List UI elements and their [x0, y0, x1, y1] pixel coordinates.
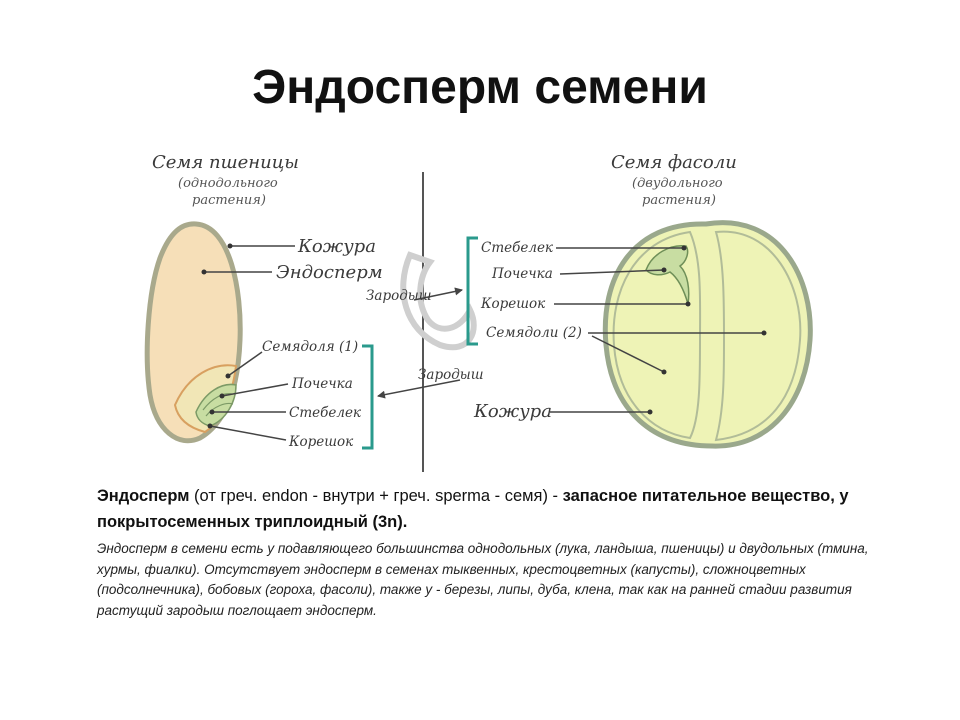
bean-seed-subtitle-1: (двудольного [632, 176, 723, 191]
wheat-seed-title: Семя пшеницы [152, 152, 299, 173]
wheat-embryo-pointer [377, 379, 461, 399]
sprout-watermark [400, 251, 477, 351]
wheat-bud-dot [219, 393, 225, 399]
wheat-label-root: Корешок [288, 434, 354, 450]
etymology: (от греч. endon - внутри + греч. sperma … [189, 487, 563, 505]
bean-embryo-shape [645, 245, 690, 305]
wheat-label-coat: Кожура [297, 236, 376, 257]
bean-root-dot [685, 301, 691, 307]
wheat-cotyledon-dot [225, 373, 231, 379]
details-paragraph: Эндосперм в семени есть у подавляющего б… [97, 541, 869, 618]
page-title: Эндосперм семени [252, 61, 708, 114]
definition: запасное питательное вещество, у покрыто… [97, 487, 849, 531]
wheat-seed-subtitle-2: растения) [192, 193, 266, 208]
bean-seed-subtitle-2: растения) [642, 193, 716, 208]
bean-cotyledon-dot-left [661, 369, 667, 375]
bean-coat-dot [647, 409, 653, 415]
bean-cotyledon-dot-right [761, 330, 767, 336]
wheat-embryo-detail [202, 393, 234, 417]
bean-bud-dot [661, 267, 667, 273]
definition-paragraph: Эндосперм (от греч. endon - внутри + гре… [97, 483, 897, 535]
bean-embryo-bracket [466, 236, 478, 346]
bean-label-cotyledons: Семядоли (2) [486, 325, 582, 341]
bean-cotyledon-left [612, 230, 702, 440]
bean-label-root: Корешок [480, 296, 546, 312]
bean-label-coat: Кожура [473, 401, 552, 422]
bean-embryo-pointer [413, 287, 463, 301]
wheat-label-endosperm: Эндосперм [276, 262, 383, 283]
term: Эндосперм [97, 487, 190, 505]
wheat-root-dot [207, 423, 213, 429]
wheat-seed-subtitle-1: (однодольного [178, 176, 278, 191]
bean-label-embryo: Зародыш [366, 288, 432, 304]
wheat-coat-dot [227, 243, 233, 249]
wheat-cotyledon-pointer [227, 351, 263, 377]
seed-diagram: Семя пшеницы (однодольного растения) Кож… [144, 152, 813, 472]
wheat-label-embryo: Зародыш [418, 367, 484, 383]
wheat-label-bud: Почечка [291, 376, 353, 392]
wheat-embryo-bracket [362, 344, 374, 450]
bean-label-bud: Почечка [491, 266, 553, 282]
description-block: Эндосперм (от греч. endon - внутри + гре… [97, 483, 897, 621]
wheat-label-cotyledon: Семядоля (1) [262, 339, 358, 355]
wheat-endosperm-dot [201, 269, 207, 275]
bean-stem-dot [681, 245, 687, 251]
wheat-label-stem: Стебелек [289, 405, 362, 421]
wheat-bud-pointer [221, 383, 289, 397]
bean-bud-pointer [559, 269, 665, 275]
bean-cotyledon-right [714, 230, 802, 442]
wheat-stem-dot [209, 409, 215, 415]
wheat-root-pointer [209, 425, 287, 441]
bean-seed-title: Семя фасоли [611, 152, 737, 173]
bean-label-stem: Стебелек [481, 240, 554, 256]
bean-cotyledon-pointer-left [591, 335, 665, 373]
